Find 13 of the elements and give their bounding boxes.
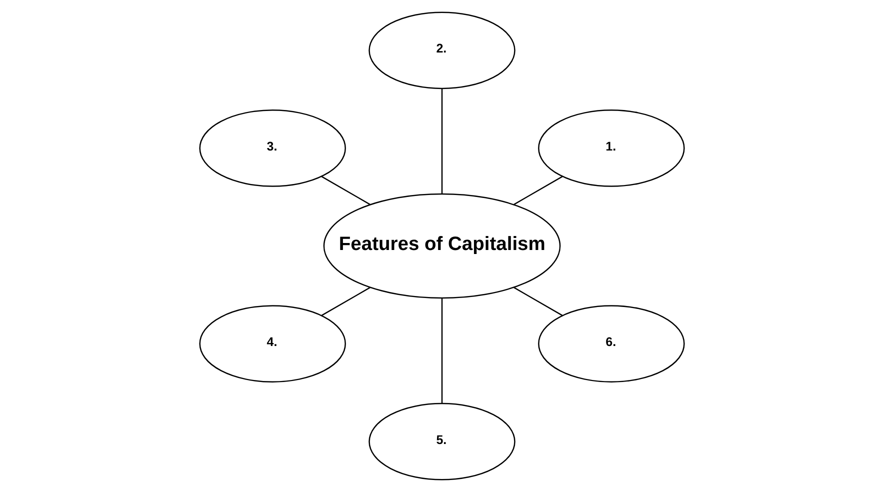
node-ellipse: 5.: [368, 402, 515, 480]
connector: [320, 176, 370, 206]
connector: [513, 286, 562, 316]
node-ellipse: 2.: [368, 12, 515, 90]
node-ellipse: 6.: [538, 305, 684, 382]
connector: [513, 176, 562, 206]
connector: [440, 298, 442, 404]
node-ellipse: 1.: [538, 110, 684, 187]
connector: [320, 286, 370, 316]
node-ellipse: 3.: [198, 110, 346, 187]
node-ellipse: 4.: [198, 305, 346, 382]
connector: [440, 88, 442, 194]
node-ellipse: Features of Capitalism: [322, 193, 560, 299]
